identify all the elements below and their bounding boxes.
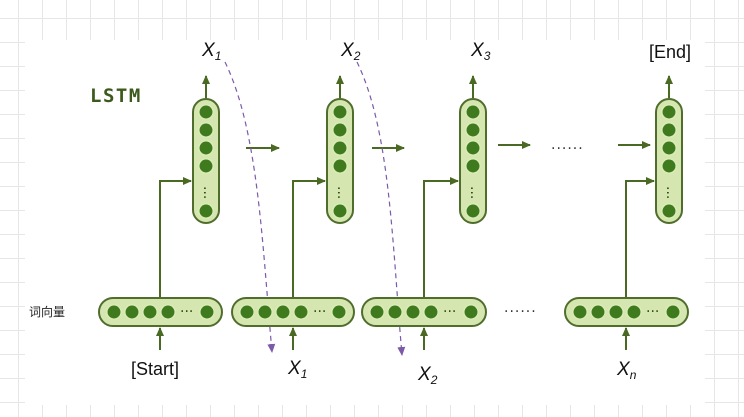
ellipsis-bottom: ......: [504, 300, 537, 316]
lstm-cell-2: ···: [326, 98, 354, 224]
lstm-node: [661, 122, 677, 138]
lstm-node: [465, 140, 481, 156]
output-label-1: X1: [202, 40, 222, 63]
lstm-node: [465, 158, 481, 174]
embed-to-lstm-arrow-4: [625, 177, 655, 297]
output-label-2: X2: [341, 40, 361, 63]
lstm-node: [661, 203, 677, 219]
diagram-title: LSTM: [90, 85, 142, 107]
lstm-node: [661, 158, 677, 174]
lstm-node: [661, 104, 677, 120]
embedding-node: [423, 304, 439, 320]
embed-to-lstm-arrow-1: [159, 177, 192, 297]
lstm-node: [198, 104, 214, 120]
embedding-node: [293, 304, 309, 320]
embedding-node: [257, 304, 273, 320]
embedding-node: [331, 304, 347, 320]
lstm-node: [198, 140, 214, 156]
embedding-node: [124, 304, 140, 320]
embedding-node: [199, 304, 215, 320]
lstm-cell-4: ···: [655, 98, 683, 224]
embedding-node: [608, 304, 624, 320]
embedding-node: [590, 304, 606, 320]
embedding-box-1: ···: [98, 297, 223, 327]
lstm-node: [332, 140, 348, 156]
output-label-3: X3: [471, 40, 491, 63]
ellipsis-top: ......: [551, 137, 584, 153]
embedding-node: [405, 304, 421, 320]
embedding-dots: ···: [646, 304, 659, 320]
feedback-arrow-1: [224, 61, 276, 353]
embedding-node: [106, 304, 122, 320]
embedding-node: [572, 304, 588, 320]
input-label-start: [Start]: [131, 359, 180, 379]
lstm-dots: ···: [659, 186, 675, 199]
embedding-dots: ···: [443, 304, 456, 320]
lstm-node: [465, 122, 481, 138]
embed-to-lstm-arrow-2: [292, 177, 326, 297]
input-label-2: X2: [418, 364, 438, 387]
embedding-node: [160, 304, 176, 320]
lstm-node: [332, 158, 348, 174]
lstm-cell-3: ···: [459, 98, 487, 224]
lstm-node: [465, 203, 481, 219]
lstm-node: [661, 140, 677, 156]
embedding-box-3: ···: [361, 297, 487, 327]
embedding-node: [626, 304, 642, 320]
lstm-node: [332, 203, 348, 219]
lstm-dots: ···: [463, 186, 479, 199]
lstm-dots: ···: [330, 186, 346, 199]
output-label-end: [End]: [649, 42, 692, 62]
lstm-node: [332, 104, 348, 120]
lstm-node: [198, 203, 214, 219]
embedding-node: [142, 304, 158, 320]
input-label-n: Xn: [617, 359, 637, 382]
embedding-label: 词向量: [29, 305, 66, 319]
lstm-node: [465, 104, 481, 120]
lstm-node: [198, 158, 214, 174]
embedding-box-4: ···: [564, 297, 689, 327]
lstm-node: [332, 122, 348, 138]
embedding-node: [275, 304, 291, 320]
embedding-node: [387, 304, 403, 320]
embed-to-lstm-arrow-3: [423, 177, 459, 297]
lstm-dots: ···: [196, 186, 212, 199]
embedding-dots: ···: [313, 304, 326, 320]
embedding-dots: ···: [180, 304, 193, 320]
lstm-cell-1: ···: [192, 98, 220, 224]
embedding-node: [463, 304, 479, 320]
lstm-node: [198, 122, 214, 138]
input-label-1: X1: [288, 358, 308, 381]
embedding-node: [665, 304, 681, 320]
embedding-box-2: ···: [231, 297, 355, 327]
canvas: [25, 40, 705, 405]
embedding-node: [369, 304, 385, 320]
embedding-node: [239, 304, 255, 320]
